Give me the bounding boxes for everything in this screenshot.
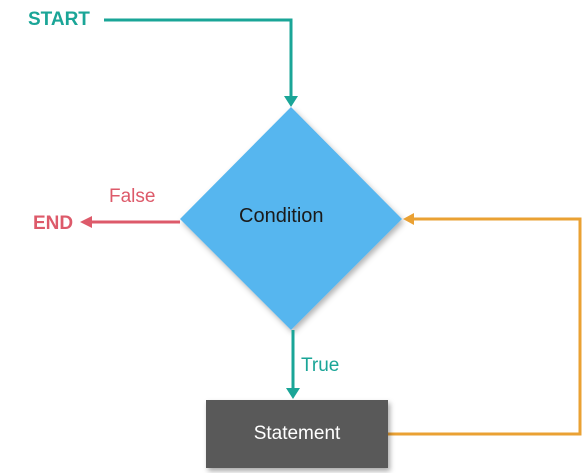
start-label: START (28, 9, 90, 30)
statement-label: Statement (253, 423, 341, 444)
end-label: END (33, 213, 74, 234)
false-branch-label: False (109, 186, 156, 207)
true-branch-label: True (301, 355, 340, 376)
loop-back-connector (388, 213, 582, 436)
condition-diamond (180, 107, 402, 330)
statement-box: Statement (206, 400, 388, 468)
true-connector (286, 330, 300, 399)
condition-label: Condition (239, 205, 324, 227)
false-connector (80, 216, 180, 228)
start-connector (104, 18, 298, 107)
